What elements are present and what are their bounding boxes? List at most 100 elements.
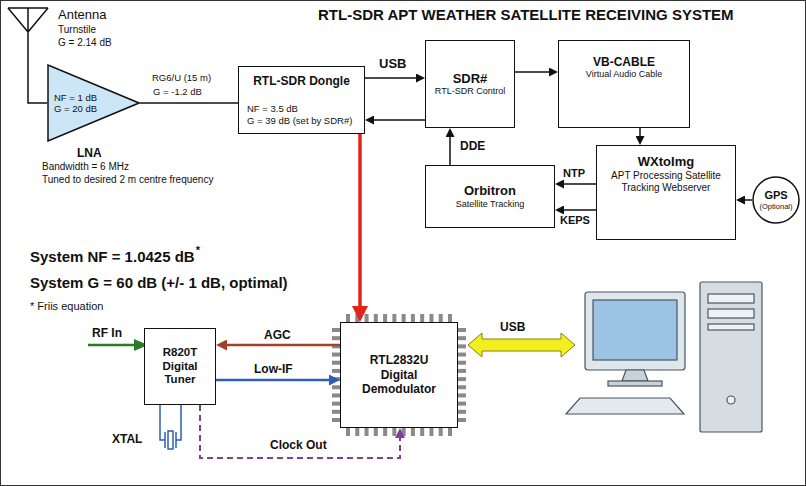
node-text: WXtoImg [638, 154, 694, 170]
tuner-box: R820T Digital Tuner [144, 328, 216, 405]
connector [564, 209, 596, 211]
rf-input-arrow [88, 339, 148, 351]
diagram-title: RTL-SDR APT WEATHER SATELLITE RECEIVING … [318, 6, 734, 24]
node-text: NF = 1 dB [54, 92, 97, 103]
label-text: System G = 60 dB (+/- 1 dB, optimal) [30, 274, 288, 292]
node-text: RTL-SDR Dongle [253, 74, 350, 88]
node-text: NF = 3.5 dB [247, 103, 298, 114]
chip-pin [458, 336, 466, 340]
chip-pin [332, 385, 340, 389]
connector [216, 379, 329, 382]
label-text: RF In [92, 326, 122, 340]
chip-pin [458, 353, 466, 357]
computer-icon [566, 282, 762, 432]
connector-label: NTP [561, 167, 587, 180]
node-text: G = 20 dB [54, 103, 97, 114]
chip-pin [332, 336, 340, 340]
chip-pin [458, 402, 466, 406]
chip-pin [402, 428, 406, 436]
connector-label: KEPS [558, 214, 592, 227]
chip-pin [458, 344, 466, 348]
node-text: G = 39 dB (set by SDR#) [247, 115, 352, 126]
chip-pin [458, 385, 466, 389]
chip-pin [332, 369, 340, 373]
amplifier-triangle: NF = 1 dBG = 20 dBLNA [47, 64, 140, 142]
label-text: Tuned to desired 2 m centre frequency [42, 174, 213, 186]
node-text: RTL-SDR Control [435, 86, 505, 97]
node-text: APT Processing Satellite Tracking Webser… [610, 170, 722, 194]
circle-shape [753, 177, 799, 223]
chip-pin [346, 314, 350, 322]
node-text: RTL2832U Digital Demodulator [357, 353, 441, 396]
label-text: * [196, 244, 200, 257]
connector-label: DDE [458, 139, 487, 153]
node-text: LNA [77, 146, 102, 160]
chip-pin [332, 328, 340, 332]
connector [374, 119, 425, 121]
label-text: G = 2.14 dB [58, 37, 112, 49]
chip-pin [411, 314, 415, 322]
connector-label: USB [377, 56, 408, 72]
demodulator-chip: RTL2832U Digital Demodulator [340, 322, 458, 428]
chip-pin [332, 353, 340, 357]
connector [227, 344, 340, 347]
chip-pin [383, 428, 387, 436]
chip-pin [365, 314, 369, 322]
connector [358, 134, 362, 306]
chip-pin [429, 314, 433, 322]
connector [745, 199, 752, 201]
chip-pin [448, 314, 452, 322]
chip-pin [392, 428, 396, 436]
chip-pin [458, 418, 466, 422]
chip-pin [448, 428, 452, 436]
chip-pin [429, 428, 433, 436]
chip-pin [458, 361, 466, 365]
node-text: Orbitron [464, 183, 516, 199]
chip-pin [332, 418, 340, 422]
chip-pin [355, 314, 359, 322]
chip-pin [332, 393, 340, 397]
crystal-symbol [160, 405, 181, 449]
software-box: SDR#RTL-SDR Control [425, 40, 515, 128]
usb-double-arrow [468, 333, 575, 357]
node-text: R820T Digital Tuner [151, 346, 209, 387]
connector-label: RG6/U (15 m) [150, 72, 213, 83]
connector-label: Clock Out [268, 438, 329, 452]
connector [515, 71, 549, 73]
chip-pin [458, 410, 466, 414]
chip-pin [420, 428, 424, 436]
chip-pin [355, 428, 359, 436]
antenna-symbol [8, 8, 48, 103]
triangle-shape [48, 65, 139, 141]
label-text: XTAL [112, 432, 142, 446]
chip-pin [374, 428, 378, 436]
chip-pin [420, 314, 424, 322]
chip-pin [439, 428, 443, 436]
connector [140, 102, 238, 104]
connector [639, 128, 641, 136]
chip-pin [458, 377, 466, 381]
chip-pin [411, 428, 415, 436]
software-box: OrbitronSatellite Tracking [425, 165, 555, 228]
label-text: Turnstile [58, 24, 96, 36]
chip-pin [346, 428, 350, 436]
connector [449, 137, 451, 165]
connector-label: Low-IF [252, 362, 295, 376]
chip-pin [392, 314, 396, 322]
connector [365, 77, 416, 79]
node-text: SDR# [453, 71, 488, 87]
chip-pin [332, 402, 340, 406]
label-text: USB [500, 320, 525, 334]
node-text: VB-CABLE [593, 55, 655, 69]
chip-pin [374, 314, 378, 322]
chip-pin [439, 314, 443, 322]
dongle-box: RTL-SDR Dongle NF = 3.5 dBG = 39 dB (set … [238, 66, 365, 134]
label-text: Antenna [58, 7, 106, 23]
chip-pin [458, 393, 466, 397]
chip-pin [458, 328, 466, 332]
chip-pin [332, 410, 340, 414]
chip-pin [402, 314, 406, 322]
node-text: GPS [764, 189, 787, 202]
chip-pin [365, 428, 369, 436]
